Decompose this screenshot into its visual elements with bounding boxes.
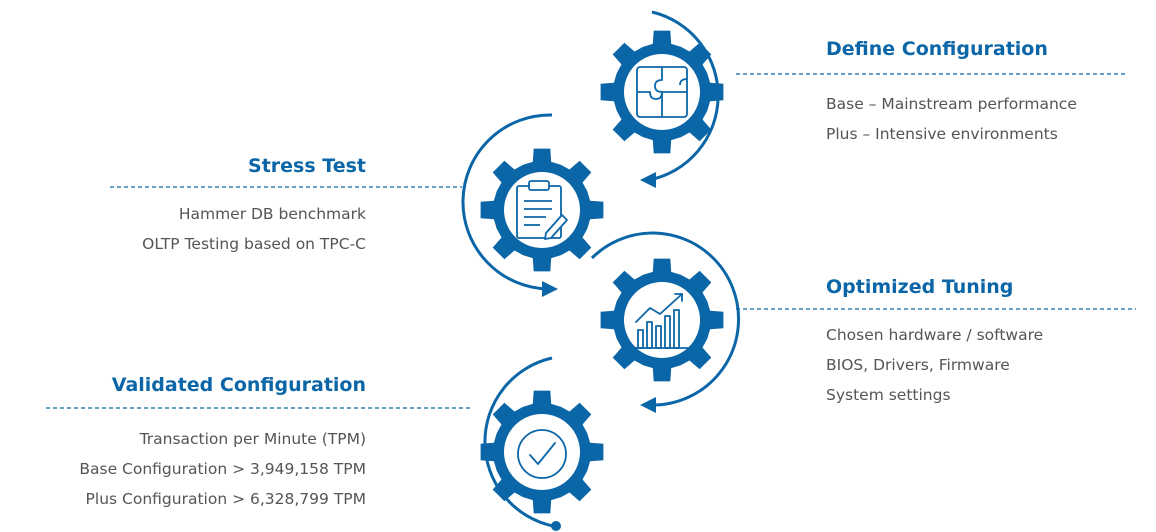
step-detail-line: Plus Configuration > 6,328,799 TPM [85,490,366,508]
flow-arc-define [648,10,720,182]
gear-stress [480,148,604,272]
gear-tuning [600,258,724,382]
flow-arc-tuning [590,231,741,407]
flow-end-dot [551,521,561,531]
arrow-head-stress [542,281,558,297]
step-title-stress: Stress Test [248,155,366,177]
step-detail-line: Plus – Intensive environments [826,125,1058,143]
step-detail-line: OLTP Testing based on TPC-C [142,235,366,253]
step-detail-line: Base Configuration > 3,949,158 TPM [79,460,366,478]
flow-arc-stress [461,113,553,291]
step-detail-line: BIOS, Drivers, Firmware [826,356,1010,374]
puzzle-icon [636,66,688,118]
step-details-tuning: Chosen hardware / software BIOS, Drivers… [826,320,1043,410]
arrow-head-define [640,172,656,188]
arrow-head-tuning [640,397,656,413]
growth-chart-icon [633,293,689,349]
step-detail-line: Hammer DB benchmark [178,205,366,223]
clipboard-pen-icon [516,180,568,240]
checkmark-circle-icon [517,429,567,479]
gear-validated [480,390,604,514]
step-details-validated: Transaction per Minute (TPM) Base Config… [79,424,366,514]
step-detail-line: Base – Mainstream performance [826,95,1077,113]
step-title-define: Define Configuration [826,38,1048,60]
step-detail-line: Transaction per Minute (TPM) [139,430,366,448]
step-title-tuning: Optimized Tuning [826,276,1014,298]
step-detail-line: System settings [826,386,951,404]
flow-arc-validated [483,356,554,528]
step-title-validated: Validated Configuration [111,374,366,396]
step-details-define: Base – Mainstream performance Plus – Int… [826,89,1077,149]
gear-center [504,414,580,490]
step-details-stress: Hammer DB benchmark OLTP Testing based o… [142,199,366,259]
gear-center [624,282,700,358]
step-detail-line: Chosen hardware / software [826,326,1044,344]
